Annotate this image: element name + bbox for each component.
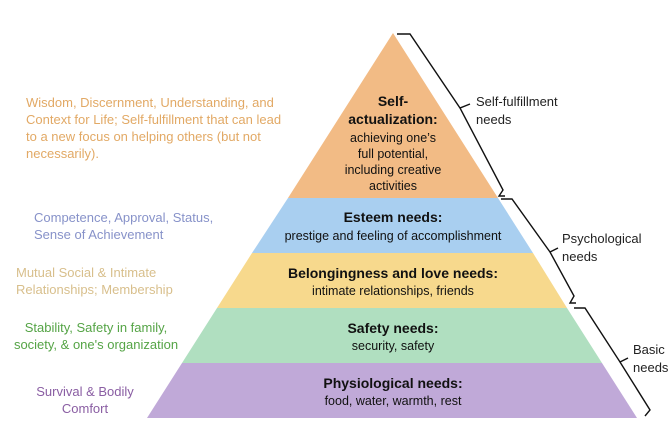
note-line: Mutual Social & Intimate: [16, 265, 157, 280]
note-line: Context for Life; Self-fulfillment that …: [26, 112, 282, 127]
tier-title: Esteem needs:: [344, 209, 443, 225]
tier-title: Physiological needs:: [323, 375, 462, 391]
tier-physiological: [147, 363, 637, 418]
note-line: Stability, Safety in family,: [24, 320, 168, 335]
note-line: Wisdom, Discernment, Understanding, and: [26, 95, 274, 110]
note-physiological: Survival & Bodily Comfort: [20, 383, 150, 417]
note-belonging: Mutual Social & Intimate Relationships; …: [16, 264, 173, 298]
note-line: Comfort: [61, 401, 109, 416]
note-self-actualization: Wisdom, Discernment, Understanding, and …: [26, 94, 281, 162]
tier-description: intimate relationships, friends: [312, 284, 474, 298]
note-line: to a new focus on helping others (but no…: [26, 129, 261, 144]
tier-description: security, safety: [352, 339, 435, 353]
note-safety: Stability, Safety in family, society, & …: [4, 319, 188, 353]
tier-title: Self-actualization:: [348, 93, 437, 127]
tier-title: Safety needs:: [347, 320, 438, 336]
bracket-basic: [574, 307, 651, 417]
tier-description: prestige and feeling of accomplishment: [285, 229, 502, 243]
tier-esteem: [252, 198, 533, 253]
tier-safety: [182, 308, 602, 363]
note-line: society, & one's organization: [13, 337, 179, 352]
tier-belonging: [217, 253, 567, 308]
tier-title: Belongingness and love needs:: [288, 265, 498, 281]
note-line: Sense of Achievement: [34, 227, 164, 242]
bracket-self-fulfillment: [397, 33, 505, 197]
tier-self-actualization: [288, 33, 498, 198]
note-line: Competence, Approval, Status,: [34, 210, 214, 225]
bracket-psychological: [501, 198, 576, 304]
tier-description: food, water, warmth, rest: [325, 394, 462, 408]
note-line: necessarily).: [26, 146, 99, 161]
note-line: Relationships; Membership: [16, 282, 173, 297]
note-line: Survival & Bodily: [36, 384, 134, 399]
note-esteem: Competence, Approval, Status, Sense of A…: [34, 209, 213, 243]
